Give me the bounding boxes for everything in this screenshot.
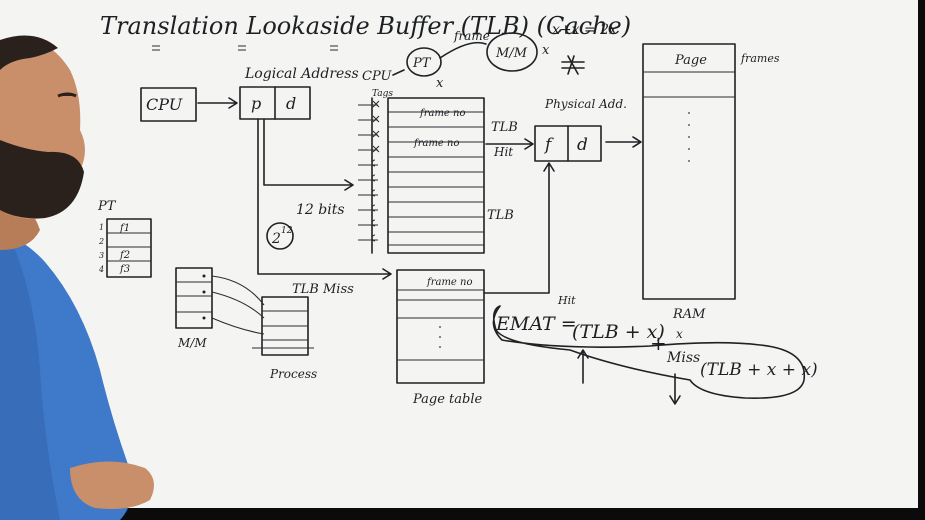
ram-box <box>642 43 736 300</box>
top-mm-label: M/M <box>495 46 528 61</box>
top-equation: x+x = 2x <box>552 22 617 38</box>
tlb-row-1: frame no <box>419 108 465 119</box>
frames-label: frames <box>740 52 780 65</box>
mm-stack <box>175 267 213 329</box>
pt-row-2: f2 <box>119 250 130 261</box>
physical-f: f <box>543 135 554 155</box>
emat-miss-x: x <box>676 327 683 341</box>
pt-num-1: 1 <box>99 223 104 232</box>
presenter <box>0 35 154 520</box>
tlb-bottom-label: TLB <box>487 208 514 223</box>
power-base: 2 <box>271 231 281 247</box>
logical-d: d <box>286 94 296 113</box>
bottom-border <box>0 508 925 520</box>
hit-label: Hit <box>493 145 513 159</box>
logical-address-label: Logical Address <box>244 66 359 82</box>
hit-small-label: Hit <box>557 294 576 307</box>
physical-d: d <box>577 135 588 155</box>
top-mm-circle <box>486 32 538 72</box>
page-table-label: Page table <box>412 392 483 407</box>
physical-addr-label: Physical Add. <box>544 97 627 111</box>
tlb-side-label: TLB <box>491 120 518 135</box>
presenter-shirt <box>0 232 133 520</box>
process-label: Process <box>269 367 317 381</box>
pt-row-1: f1 <box>119 223 130 234</box>
tlb-table: frame no frame no <box>358 97 485 254</box>
process-stack <box>211 275 314 356</box>
ram-label: RAM <box>672 307 706 322</box>
page-table-row: frame no <box>426 277 472 288</box>
emat-miss: Miss <box>666 350 700 366</box>
cpu-label: CPU <box>146 95 183 114</box>
board-title: Translation Lookaside Buffer (TLB) (Cach… <box>100 12 631 40</box>
tags-label: Tags <box>372 89 393 99</box>
pt-num-3: 3 <box>99 251 104 260</box>
emat-outline <box>492 305 806 399</box>
emat-term2: (TLB + x + x) <box>700 360 818 380</box>
top-x2: x <box>542 43 550 58</box>
presenter-beard <box>0 140 84 219</box>
page-label: Page <box>674 53 707 68</box>
top-pt-circle <box>406 47 442 77</box>
top-frame-label: frame <box>453 29 490 43</box>
page-table-box <box>396 269 485 384</box>
pt-num-2: 2 <box>98 237 104 246</box>
emat-plus: + <box>650 331 667 355</box>
right-border <box>918 0 925 520</box>
power-exp: 12 <box>281 226 293 236</box>
cpu-box <box>140 87 197 122</box>
top-cpu-label: CPU <box>362 69 392 84</box>
bits-label: 12 bits <box>296 202 345 218</box>
top-pt-label: PT <box>412 56 432 71</box>
mm-label: M/M <box>177 336 207 350</box>
presenter-hand <box>70 461 154 509</box>
pt-label: PT <box>97 199 117 214</box>
emat-term1: (TLB + x) <box>572 321 665 343</box>
pt-small-table <box>106 218 152 278</box>
presenter-hair <box>0 35 58 70</box>
tlb-row-2: frame no <box>413 138 459 149</box>
top-x1: x <box>436 76 444 91</box>
pt-num-4: 4 <box>98 265 104 274</box>
emat-lhs: EMAT = <box>495 313 577 335</box>
power-circle <box>266 222 294 250</box>
tlb-miss-label: TLB Miss <box>292 282 354 297</box>
pt-row-3: f3 <box>119 264 130 275</box>
logical-p: p <box>251 94 261 113</box>
